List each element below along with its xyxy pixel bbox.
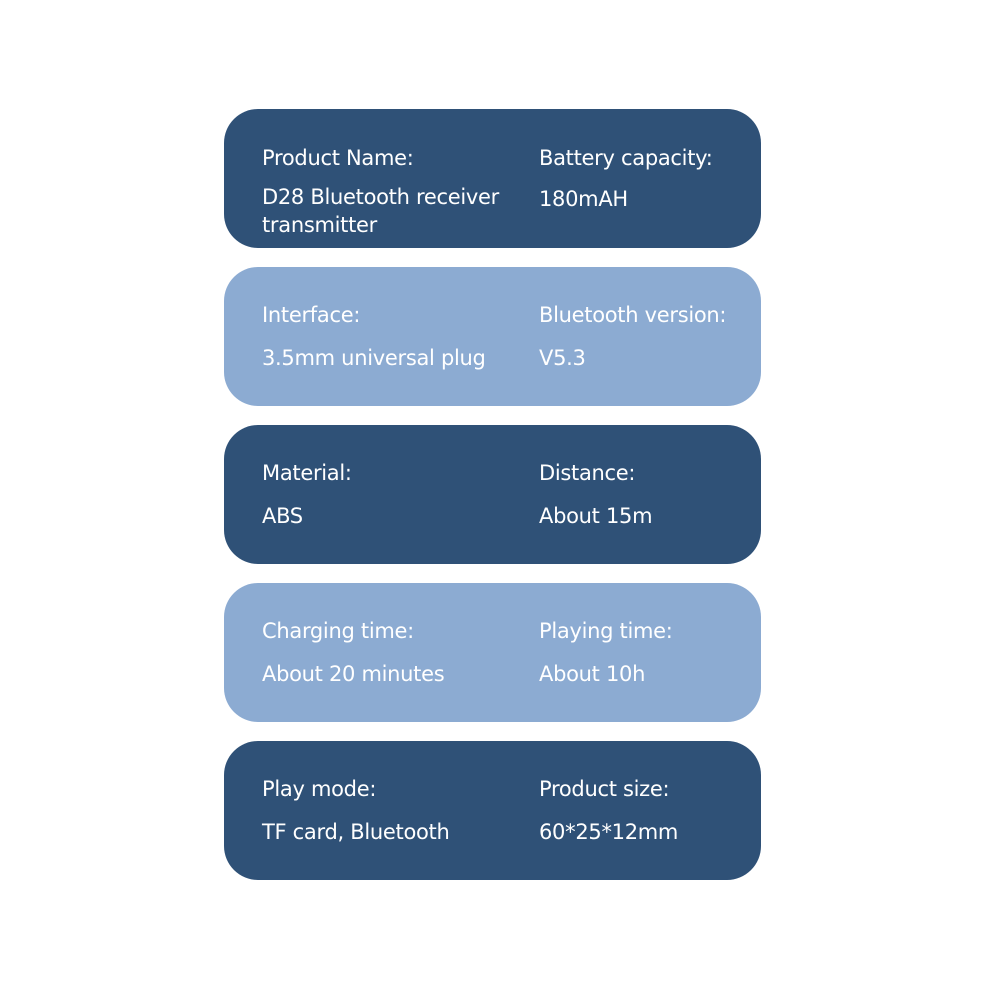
spec-card-play-mode: Play mode: TF card, Bluetooth Product si… [224,741,761,880]
spec-value: ABS [262,504,303,528]
spec-card-product-name: Product Name: D28 Bluetooth receiver tra… [224,109,761,248]
spec-label: Battery capacity: [539,146,713,170]
spec-label: Charging time: [262,619,414,643]
spec-label: Bluetooth version: [539,303,727,327]
spec-value: 60*25*12mm [539,820,679,844]
spec-card-interface: Interface: 3.5mm universal plug Bluetoot… [224,267,761,406]
spec-label: Playing time: [539,619,673,643]
spec-label: Product Name: [262,146,414,170]
spec-value: 180mAH [539,187,628,211]
spec-label: Interface: [262,303,361,327]
spec-value: About 15m [539,504,653,528]
spec-value: V5.3 [539,346,586,370]
spec-value: About 20 minutes [262,662,445,686]
spec-value: About 10h [539,662,646,686]
spec-label: Play mode: [262,777,377,801]
spec-value: D28 Bluetooth receiver [262,185,499,209]
spec-value: 3.5mm universal plug [262,346,486,370]
spec-label: Distance: [539,461,636,485]
spec-label: Product size: [539,777,670,801]
spec-value: TF card, Bluetooth [262,820,450,844]
spec-value-continued: transmitter [262,213,377,237]
spec-card-material: Material: ABS Distance: About 15m [224,425,761,564]
spec-card-charging-time: Charging time: About 20 minutes Playing … [224,583,761,722]
spec-label: Material: [262,461,352,485]
